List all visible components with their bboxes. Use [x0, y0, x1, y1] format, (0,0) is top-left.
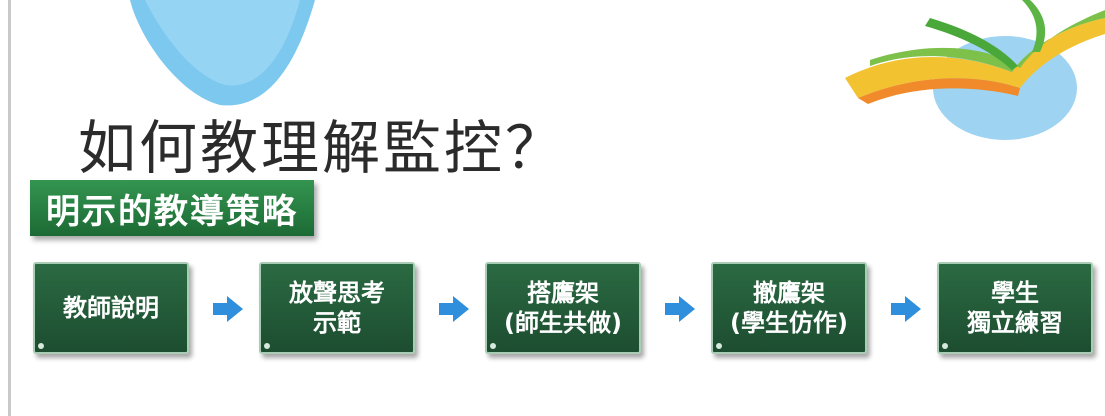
- right-arrow-icon: [439, 296, 469, 322]
- step-remove-scaffolding: 撤鷹架 (學生仿作): [711, 262, 867, 354]
- cloud-decoration-icon: [130, 0, 315, 106]
- slide-left-border: [8, 0, 11, 416]
- corner-dot: [264, 343, 270, 349]
- step-think-aloud: 放聲思考 示範: [259, 262, 415, 354]
- step-line-2: (學生仿作): [730, 309, 848, 337]
- corner-dot: [942, 343, 948, 349]
- step-line-1: 教師說明: [63, 294, 159, 322]
- corner-dot: [38, 343, 44, 349]
- step-line-2: (師生共做): [504, 309, 622, 337]
- step-independent-practice: 學生 獨立練習: [937, 262, 1093, 354]
- step-scaffolding: 搭鷹架 (師生共做): [485, 262, 641, 354]
- right-arrow-icon: [213, 296, 243, 322]
- step-teacher-explanation: 教師說明: [33, 262, 189, 354]
- step-line-1: 學生: [991, 279, 1039, 307]
- section-label: 明示的教導策略: [30, 180, 314, 236]
- step-line-1: 放聲思考: [289, 279, 385, 307]
- step-line-2: 示範: [313, 309, 361, 337]
- corner-dot: [490, 343, 496, 349]
- book-decoration-icon: [845, 0, 1105, 140]
- right-arrow-icon: [665, 296, 695, 322]
- step-line-2: 獨立練習: [967, 309, 1063, 337]
- step-line-1: 搭鷹架: [527, 279, 599, 307]
- right-arrow-icon: [891, 296, 921, 322]
- slide-title: 如何教理解監控？: [78, 113, 567, 182]
- step-line-1: 撤鷹架: [753, 279, 825, 307]
- corner-dot: [716, 343, 722, 349]
